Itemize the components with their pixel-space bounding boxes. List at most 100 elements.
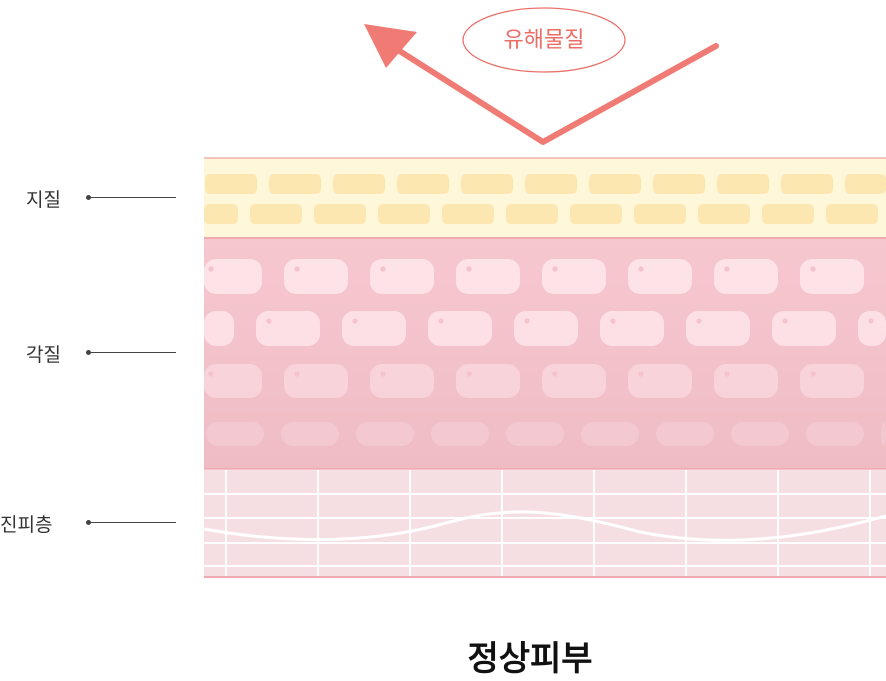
lipid-cell <box>525 174 577 194</box>
cell-dot <box>208 371 214 377</box>
lipid-cell <box>250 204 302 224</box>
lipid-cell <box>378 204 430 224</box>
cell-dot <box>438 318 444 324</box>
corneum-cell <box>772 311 836 346</box>
dermis-wave <box>203 510 886 542</box>
lipid-cell <box>570 204 622 224</box>
cell-dot <box>724 371 730 377</box>
corneum-cell <box>542 259 606 294</box>
cell-dot <box>782 318 788 324</box>
cell-dot <box>638 371 644 377</box>
cell-dot <box>552 266 558 272</box>
cell-dot <box>380 266 386 272</box>
leader-sebum <box>86 195 176 200</box>
corneum-cell <box>204 259 262 294</box>
leader-stratum <box>86 350 176 355</box>
cell-dot <box>638 266 644 272</box>
corneum-cell <box>428 311 492 346</box>
lipid-cell <box>204 204 238 224</box>
label-sebum-text: 지질 <box>26 188 61 211</box>
leader-line <box>90 197 176 198</box>
stratum-corneum-layer <box>204 238 886 468</box>
lipid-cell <box>653 174 705 194</box>
corneum-cell <box>600 311 664 346</box>
corneum-cell <box>281 422 339 446</box>
corneum-cell <box>370 364 434 398</box>
cell-dot <box>868 318 874 324</box>
corneum-cell <box>456 364 520 398</box>
corneum-cell <box>686 311 750 346</box>
cell-dot <box>810 266 816 272</box>
corneum-cell <box>628 364 692 398</box>
cell-dot <box>208 266 214 272</box>
lipid-cell <box>826 204 878 224</box>
corneum-cell <box>342 311 406 346</box>
lipid-cell <box>333 174 385 194</box>
cell-dot <box>352 318 358 324</box>
corneum-cell <box>204 311 234 346</box>
lipid-cells <box>204 174 886 224</box>
reflect-arrow <box>364 24 719 145</box>
corneum-cell <box>806 422 864 446</box>
leader-dot <box>86 520 91 525</box>
corneum-cell <box>431 422 489 446</box>
label-stratum-text: 각질 <box>26 343 61 366</box>
lipid-cell <box>506 204 558 224</box>
cell-dot <box>610 318 616 324</box>
lipid-cell <box>314 204 366 224</box>
corneum-cell <box>581 422 639 446</box>
leader-line <box>90 352 176 353</box>
cell-dot <box>294 371 300 377</box>
cell-dot <box>466 371 472 377</box>
diagram-caption: 정상피부 <box>467 639 593 679</box>
label-sebum: 지질 <box>26 186 61 211</box>
lipid-cell <box>845 174 886 194</box>
lipid-cell <box>269 174 321 194</box>
cell-dot <box>724 266 730 272</box>
corneum-cell <box>731 422 789 446</box>
dermis-band <box>204 468 886 578</box>
cell-dot <box>696 318 702 324</box>
lipid-cell <box>717 174 769 194</box>
arrowhead-icon <box>364 24 417 68</box>
corneum-cell <box>204 364 262 398</box>
leader-dot <box>86 350 91 355</box>
corneum-cell <box>514 311 578 346</box>
corneum-cell <box>206 422 264 446</box>
corneum-cell <box>656 422 714 446</box>
leader-dermis <box>86 520 176 525</box>
lipid-cell <box>634 204 686 224</box>
lipid-cell <box>442 204 494 224</box>
cell-dot <box>294 266 300 272</box>
corneum-cell <box>800 259 864 294</box>
corneum-cell <box>858 311 886 346</box>
dermis-layer <box>203 467 886 578</box>
corneum-cell <box>356 422 414 446</box>
label-stratum: 각질 <box>26 341 61 366</box>
corneum-cell <box>714 259 778 294</box>
corneum-cell <box>370 259 434 294</box>
lipid-cell <box>589 174 641 194</box>
corneum-cell <box>284 364 348 398</box>
badge-outline <box>462 7 626 73</box>
lipid-cell <box>461 174 513 194</box>
cell-dot <box>266 318 272 324</box>
lipid-cell <box>205 174 257 194</box>
label-dermis-text: 진피층 <box>0 513 53 536</box>
leader-line <box>90 522 176 523</box>
leader-dot <box>86 195 91 200</box>
label-dermis: 진피층 <box>0 511 53 536</box>
cell-dot <box>524 318 530 324</box>
arrow-path <box>395 43 719 145</box>
lipid-cell <box>762 204 814 224</box>
corneum-cell <box>881 422 886 446</box>
corneum-cell <box>542 364 606 398</box>
corneum-cell <box>800 364 864 398</box>
corneum-cell <box>506 422 564 446</box>
corneum-cell <box>256 311 320 346</box>
lipid-cell <box>698 204 750 224</box>
cell-dot <box>466 266 472 272</box>
corneum-cell <box>714 364 778 398</box>
corneum-cell <box>456 259 520 294</box>
